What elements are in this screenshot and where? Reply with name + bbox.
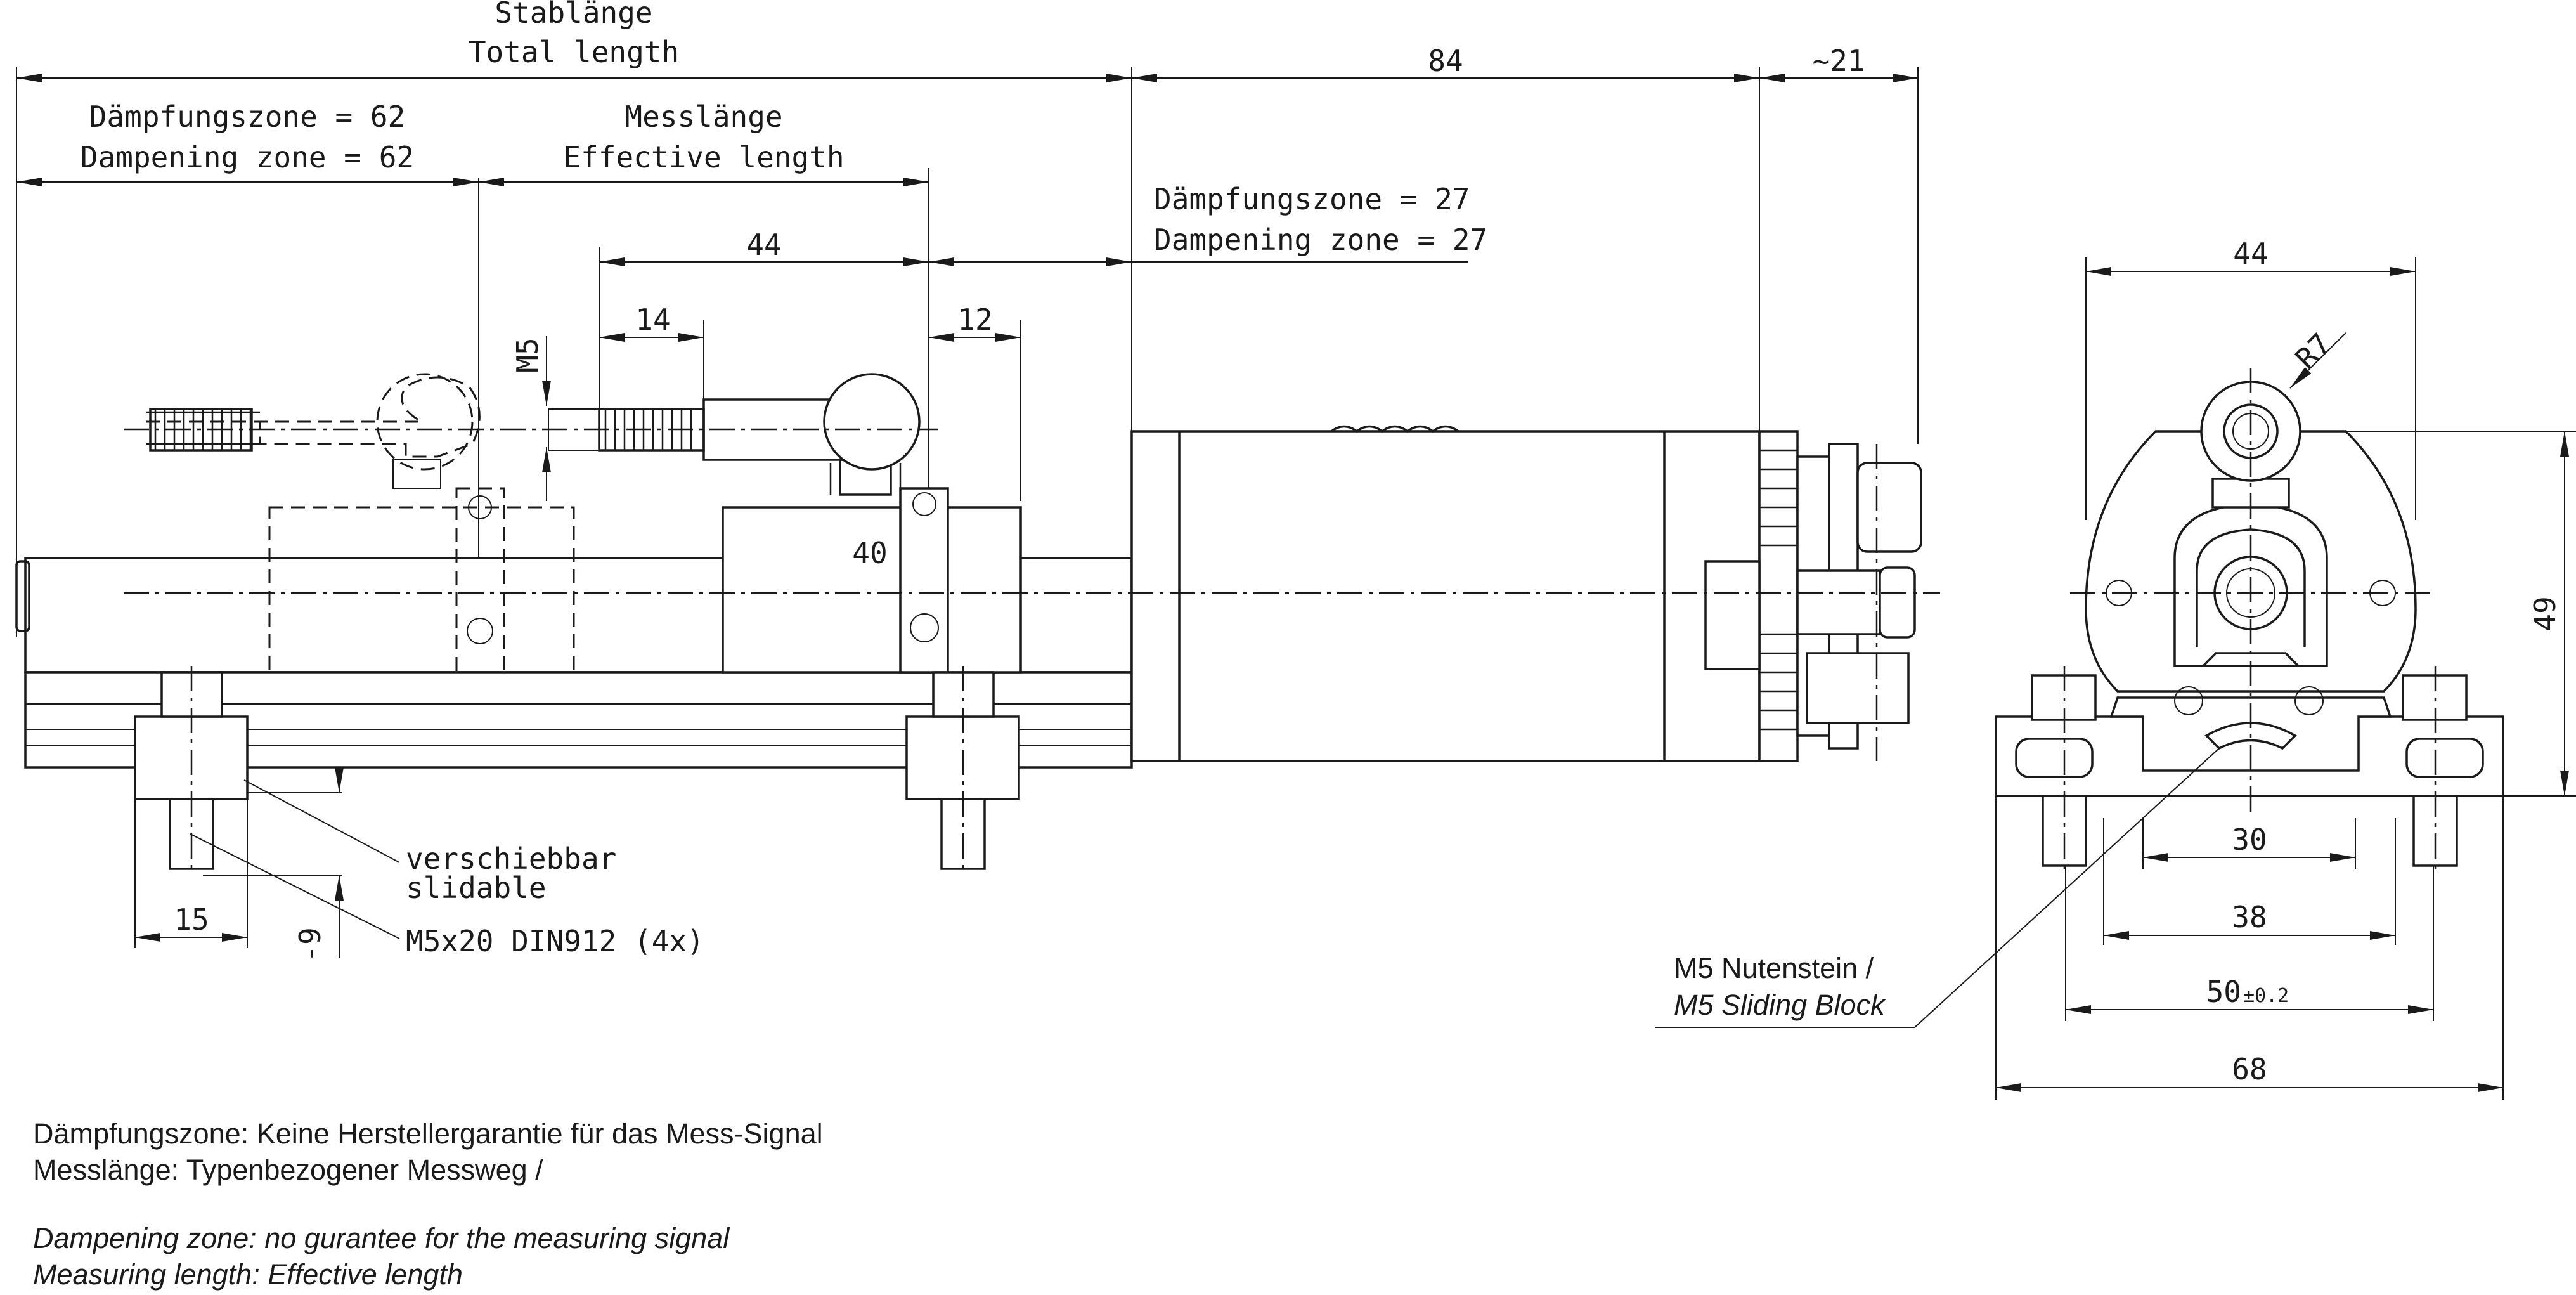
- dim-84: 84: [1428, 44, 1463, 78]
- damp-left-label-de: Dämpfungszone = 62: [89, 100, 406, 134]
- notes: Dämpfungszone: Keine Herstellergarantie …: [33, 1117, 823, 1291]
- dim-49: 49: [2528, 596, 2562, 631]
- dim-r7: R7: [2289, 327, 2338, 375]
- dim-12: 12: [957, 303, 992, 337]
- end-screw-left: [2031, 666, 2097, 875]
- mount-block-left: [134, 666, 249, 875]
- carriage-left-dashed: [146, 373, 575, 674]
- total-length-label-en: Total length: [469, 35, 679, 69]
- end-screw-right: [2402, 666, 2468, 875]
- effective-length-label-de: Messlänge: [625, 100, 782, 134]
- dim-minus-21: ~21: [1812, 44, 1865, 78]
- mount-block-right: [905, 666, 1020, 875]
- carriage-right: [702, 373, 1022, 674]
- dim-68: 68: [2232, 1052, 2267, 1086]
- dim-38: 38: [2232, 900, 2267, 934]
- sliding-block-label-de: M5 Nutenstein /: [1674, 952, 1874, 984]
- note-line-2: Messlänge: Typenbezogener Messweg /: [33, 1154, 543, 1186]
- slidable-label-en: slidable: [406, 871, 547, 905]
- dim-44-end: 44: [2233, 237, 2268, 271]
- note-line-3: Dampening zone: no gurantee for the meas…: [33, 1222, 730, 1254]
- dim-44-side: 44: [746, 228, 781, 262]
- dim-50: 50: [2206, 975, 2241, 1009]
- end-base-rail: [1995, 696, 2504, 797]
- dim-14: 14: [635, 303, 670, 337]
- dim-50-tolerance: ±0.2: [2243, 985, 2289, 1007]
- connector-assembly: [1704, 430, 1922, 762]
- total-length-label-de: Stablänge: [495, 0, 652, 30]
- screw-spec-label: M5x20 DIN912 (4x): [406, 924, 704, 958]
- dim-30: 30: [2232, 823, 2267, 857]
- damp-left-label-en: Dampening zone = 62: [81, 140, 414, 174]
- leader-lines: [190, 779, 400, 939]
- dim-m5: M5: [510, 337, 545, 372]
- sliding-block-label-en: M5 Sliding Block: [1674, 989, 1886, 1021]
- sensor-housing: [1130, 425, 1761, 762]
- damp-right-label-en: Dampening zone = 27: [1154, 223, 1487, 257]
- note-line-1: Dämpfungszone: Keine Herstellergarantie …: [33, 1117, 823, 1150]
- slidable-label-de: verschiebbar: [406, 842, 616, 876]
- side-view: Stablänge Total length Dämpfungszone = 6…: [15, 0, 1940, 963]
- dim-15: 15: [174, 902, 209, 937]
- sliding-block-leader: [1914, 748, 2220, 1028]
- damp-right-label-de: Dämpfungszone = 27: [1154, 182, 1470, 216]
- dim-minus-9: -9: [293, 927, 327, 962]
- note-line-4: Measuring length: Effective length: [33, 1258, 463, 1291]
- dim-40: 40: [852, 536, 887, 570]
- end-dimension-lines: [1996, 267, 2569, 1092]
- end-view: 44 R7 49 30 38 50 ±0.2 68 M5 Nutenstein …: [1655, 237, 2576, 1100]
- effective-length-label-en: Effective length: [563, 140, 844, 174]
